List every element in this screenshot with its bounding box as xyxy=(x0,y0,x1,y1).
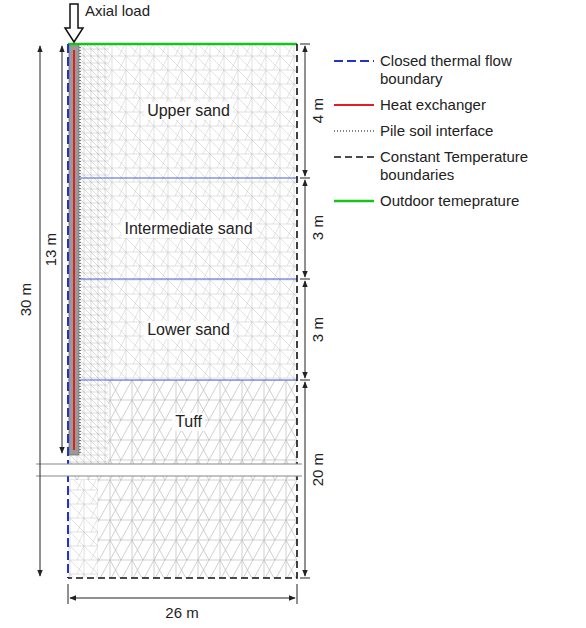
dimension-label: 4 m xyxy=(309,97,326,124)
soil-layer: Lower sand xyxy=(82,281,295,378)
dimension-label: 20 m xyxy=(309,452,326,487)
legend-text: Closed thermal flow boundary xyxy=(380,52,555,88)
pile xyxy=(69,44,79,455)
dimension-label: 3 m xyxy=(309,316,326,343)
heat-exchanger xyxy=(73,50,75,450)
load-label: Axial load xyxy=(84,2,151,19)
load-arrow xyxy=(65,4,83,42)
constant-temperature-boundary xyxy=(68,44,297,578)
legend-text: Outdoor temeprature xyxy=(380,192,555,210)
dimension-label: 30 m xyxy=(17,282,34,317)
outdoor-boundary xyxy=(68,43,297,46)
dimension-lines xyxy=(40,44,310,604)
mesh-fine xyxy=(68,480,98,578)
dimension-label: 3 m xyxy=(309,214,326,241)
layer-name: Upper sand xyxy=(144,102,233,120)
legend-text: Pile soil interface xyxy=(380,122,555,140)
break-line xyxy=(36,464,302,476)
legend-sample xyxy=(334,58,374,64)
legend-text: Heat exchanger xyxy=(380,96,555,114)
soil-layer: Intermediate sand xyxy=(82,180,295,277)
mesh-fine xyxy=(68,44,108,464)
legend-sample xyxy=(334,102,374,108)
dimension-label: 26 m xyxy=(164,604,199,621)
layer-name: Lower sand xyxy=(144,321,233,339)
break-gap xyxy=(36,464,302,476)
soil-layer: Upper sand xyxy=(82,46,295,176)
legend-sample xyxy=(334,198,374,204)
pile-soil-interface xyxy=(80,44,81,455)
legend-sample xyxy=(334,128,374,134)
mesh-ground xyxy=(68,44,108,464)
legend-text: Constant Temperature boundaries xyxy=(380,148,555,184)
layer-name: Tuff xyxy=(172,413,205,431)
closed-boundary xyxy=(67,44,69,578)
legend-sample xyxy=(334,154,374,160)
dimension-label: 13 m xyxy=(42,232,59,267)
layer-name: Intermediate sand xyxy=(121,220,255,238)
soil-layer: Tuff xyxy=(82,382,295,462)
mesh-ground xyxy=(68,480,98,578)
layer-boundary xyxy=(68,178,297,380)
